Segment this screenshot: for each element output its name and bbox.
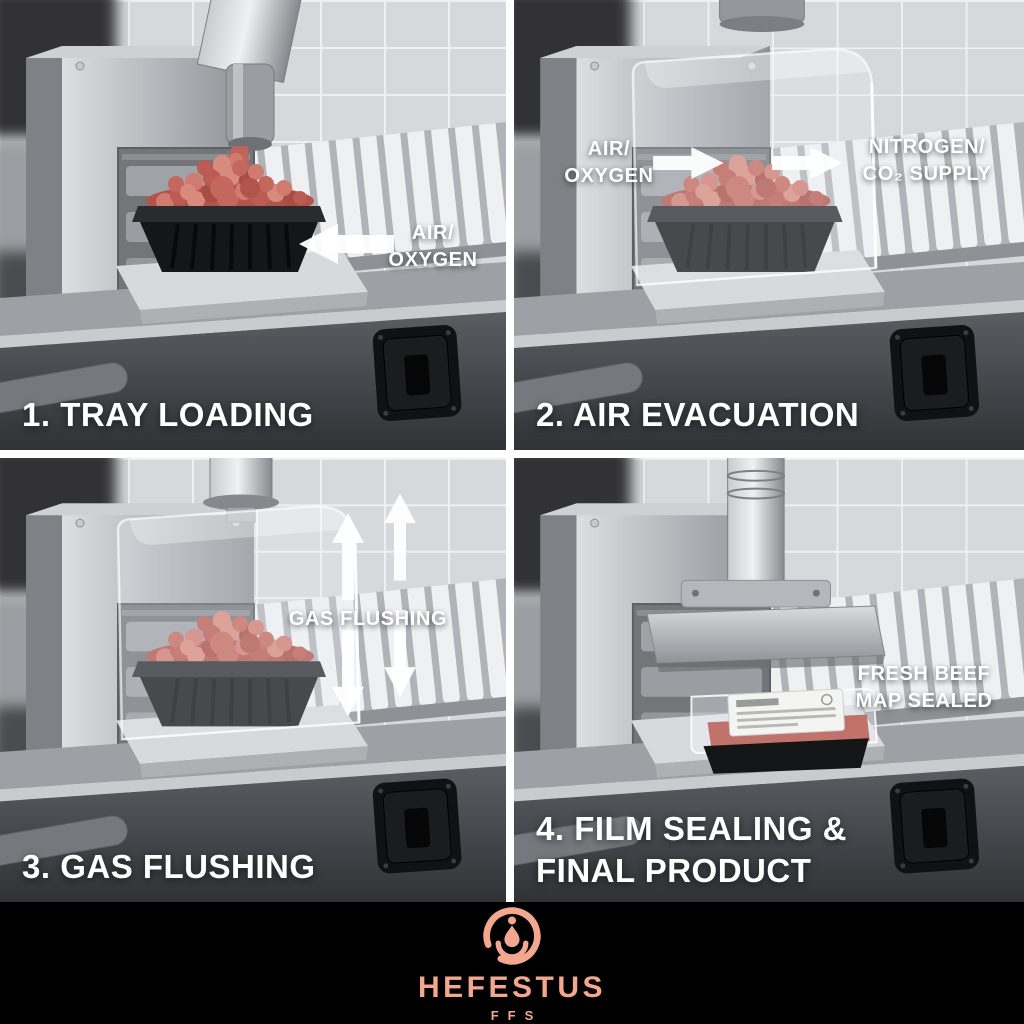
brand-subname: FFS	[490, 1007, 543, 1023]
label-gas-flushing: GAS FLUSHING	[253, 606, 483, 633]
panel-3-title: 3. GAS FLUSHING	[22, 846, 316, 888]
title-line: 4. FILM SEALING &	[536, 809, 848, 847]
label-line: OXYGEN	[564, 165, 654, 187]
label-line: FRESH BEEF	[857, 663, 991, 685]
panel-step-2: AIR/ OXYGEN NITROGEN/ CO₂ SUPPLY 2. AIR …	[514, 0, 1024, 450]
label-line: OXYGEN	[388, 249, 478, 271]
label-line: CO₂ SUPPLY	[862, 163, 992, 185]
panel-2-photo	[514, 0, 1024, 450]
panel-3-photo	[0, 458, 506, 902]
label-line: NITROGEN/	[868, 136, 986, 158]
panel-grid: AIR/ OXYGEN 1. TRAY LOADING AIR/ OXYGEN	[0, 0, 1024, 902]
panel-4-title: 4. FILM SEALING & FINAL PRODUCT	[536, 808, 847, 892]
panel-2-title: 2. AIR EVACUATION	[536, 394, 859, 436]
label-fresh-beef: FRESH BEEF MAP SEALED	[839, 661, 1009, 715]
panel-step-3: GAS FLUSHING 3. GAS FLUSHING	[0, 458, 506, 902]
label-air-oxygen: AIR/ OXYGEN	[368, 220, 498, 274]
title-line: 1. TRAY LOADING	[22, 395, 314, 433]
hefestus-logo-icon	[483, 906, 541, 965]
brand-name: HEFESTUS	[417, 970, 607, 1004]
panel-1-title: 1. TRAY LOADING	[22, 394, 314, 436]
footer: HEFESTUS FFS	[0, 902, 1024, 1024]
pipe-stub	[720, 0, 805, 32]
label-line: MAP SEALED	[855, 690, 993, 712]
title-line: FINAL PRODUCT	[536, 851, 812, 889]
label-air-oxygen: AIR/ OXYGEN	[544, 136, 674, 190]
label-line: AIR/	[587, 138, 631, 160]
title-line: 2. AIR EVACUATION	[536, 395, 860, 433]
title-line: 3. GAS FLUSHING	[22, 847, 316, 885]
panel-step-1: AIR/ OXYGEN 1. TRAY LOADING	[0, 0, 506, 450]
label-nitrogen-supply: NITROGEN/ CO₂ SUPPLY	[837, 134, 1017, 188]
label-line: AIR/	[411, 222, 455, 244]
panel-step-4: FRESH BEEF MAP SEALED 4. FILM SEALING & …	[514, 458, 1024, 902]
brand-logo: HEFESTUS FFS	[418, 904, 606, 1023]
label-line: GAS FLUSHING	[288, 608, 448, 630]
